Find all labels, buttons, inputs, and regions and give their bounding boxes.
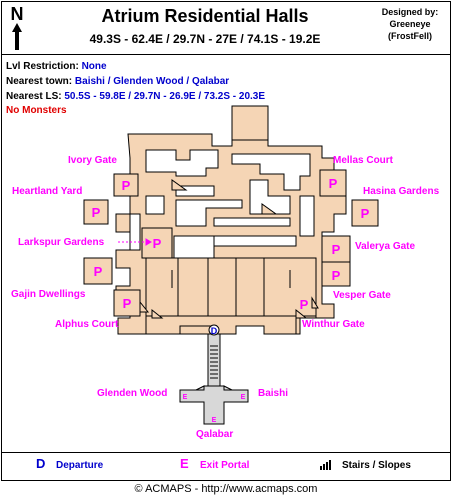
- level-label: Lvl Restriction:: [6, 61, 79, 72]
- lower-chamber: [145, 257, 317, 335]
- alphus-court-room: [113, 289, 141, 317]
- label-qalabar: Qalabar: [196, 429, 234, 440]
- legend-exit-label: Exit Portal: [200, 460, 250, 471]
- portal-valerya-gate[interactable]: P: [332, 242, 341, 257]
- label-baishi: Baishi: [258, 388, 289, 399]
- heartland-yard-room: [83, 199, 109, 225]
- portal-gajin-dwellings[interactable]: P: [94, 264, 103, 279]
- label-hasina-gardens: Hasina Gardens: [363, 186, 440, 197]
- town-value: Baishi / Glenden Wood / Qalabar: [74, 76, 230, 87]
- compass-letter: N: [11, 4, 24, 24]
- label-vesper-gate: Vesper Gate: [333, 290, 391, 301]
- top-room: [231, 105, 269, 141]
- north-arrow-icon: N: [11, 4, 24, 50]
- portal-mellas-court[interactable]: P: [329, 176, 338, 191]
- legend-departure-icon: D: [36, 456, 46, 471]
- monster-status: No Monsters: [6, 105, 67, 116]
- copyright-footer: © ACMAPS - http://www.acmaps.com: [134, 483, 318, 495]
- label-mellas-court: Mellas Court: [333, 155, 394, 166]
- portal-winthur-gate[interactable]: P: [300, 297, 309, 312]
- label-winthur-gate: Winthur Gate: [302, 319, 365, 330]
- designed-by-label: Designed by:: [381, 7, 439, 17]
- legend-divider: [1, 452, 451, 453]
- legend-departure-label: Departure: [56, 460, 104, 471]
- label-alphus-court: Alphus Court: [55, 319, 119, 330]
- map-coordinates: 49.3S - 62.4E / 29.7N - 27E / 74.1S - 19…: [89, 32, 321, 46]
- ls-value: 50.5S - 59.8E / 29.7N - 26.9E / 73.2S - …: [64, 91, 266, 102]
- town-label: Nearest town:: [6, 76, 73, 87]
- portal-heartland-yard[interactable]: P: [92, 205, 101, 220]
- map-frame: [1, 1, 451, 481]
- label-larkspur-gardens: Larkspur Gardens: [18, 237, 105, 248]
- portal-alphus-court[interactable]: P: [123, 296, 132, 311]
- level-restriction: Lvl Restriction: None: [6, 61, 107, 72]
- level-value: None: [81, 61, 107, 72]
- exit-portal-glenden-wood[interactable]: E: [183, 394, 188, 401]
- label-valerya-gate: Valerya Gate: [355, 241, 416, 252]
- label-ivory-gate: Ivory Gate: [68, 155, 117, 166]
- designer-credit: Designed by: Greeneye (FrostFell): [370, 6, 450, 42]
- mellas-court-room: [319, 169, 347, 197]
- gajin-dwellings-room: [83, 257, 113, 285]
- portal-vesper-gate[interactable]: P: [332, 268, 341, 283]
- departure-marker[interactable]: D: [211, 326, 218, 336]
- legend-exit-icon: E: [180, 456, 189, 471]
- ls-label: Nearest LS:: [6, 91, 62, 102]
- dungeon-map: D E E E P P P P P P P P P P: [83, 105, 379, 425]
- hasina-gardens-room: [351, 199, 379, 227]
- designer-name: Greeneye: [389, 19, 431, 29]
- portal-larkspur-gardens[interactable]: P: [153, 236, 162, 251]
- vesper-gate-room: [321, 261, 351, 287]
- larkspur-arrow-icon: [118, 238, 152, 246]
- ivory-gate-room: [113, 173, 139, 197]
- label-heartland-yard: Heartland Yard: [12, 186, 83, 197]
- exit-portal-qalabar[interactable]: E: [212, 417, 217, 424]
- stairs-icon: [320, 460, 331, 470]
- map-title: Atrium Residential Halls: [101, 6, 309, 26]
- legend-stairs-label: Stairs / Slopes: [342, 460, 411, 471]
- portal-ivory-gate[interactable]: P: [122, 178, 131, 193]
- label-glenden-wood: Glenden Wood: [97, 388, 168, 399]
- nearest-lifestone: Nearest LS: 50.5S - 59.8E / 29.7N - 26.9…: [6, 91, 265, 102]
- portal-hasina-gardens[interactable]: P: [361, 206, 370, 221]
- designer-alias: (FrostFell): [388, 31, 432, 41]
- exit-portal-baishi[interactable]: E: [241, 394, 246, 401]
- nearest-town: Nearest town: Baishi / Glenden Wood / Qa…: [6, 76, 229, 87]
- label-gajin-dwellings: Gajin Dwellings: [11, 289, 86, 300]
- header-divider: [1, 54, 451, 55]
